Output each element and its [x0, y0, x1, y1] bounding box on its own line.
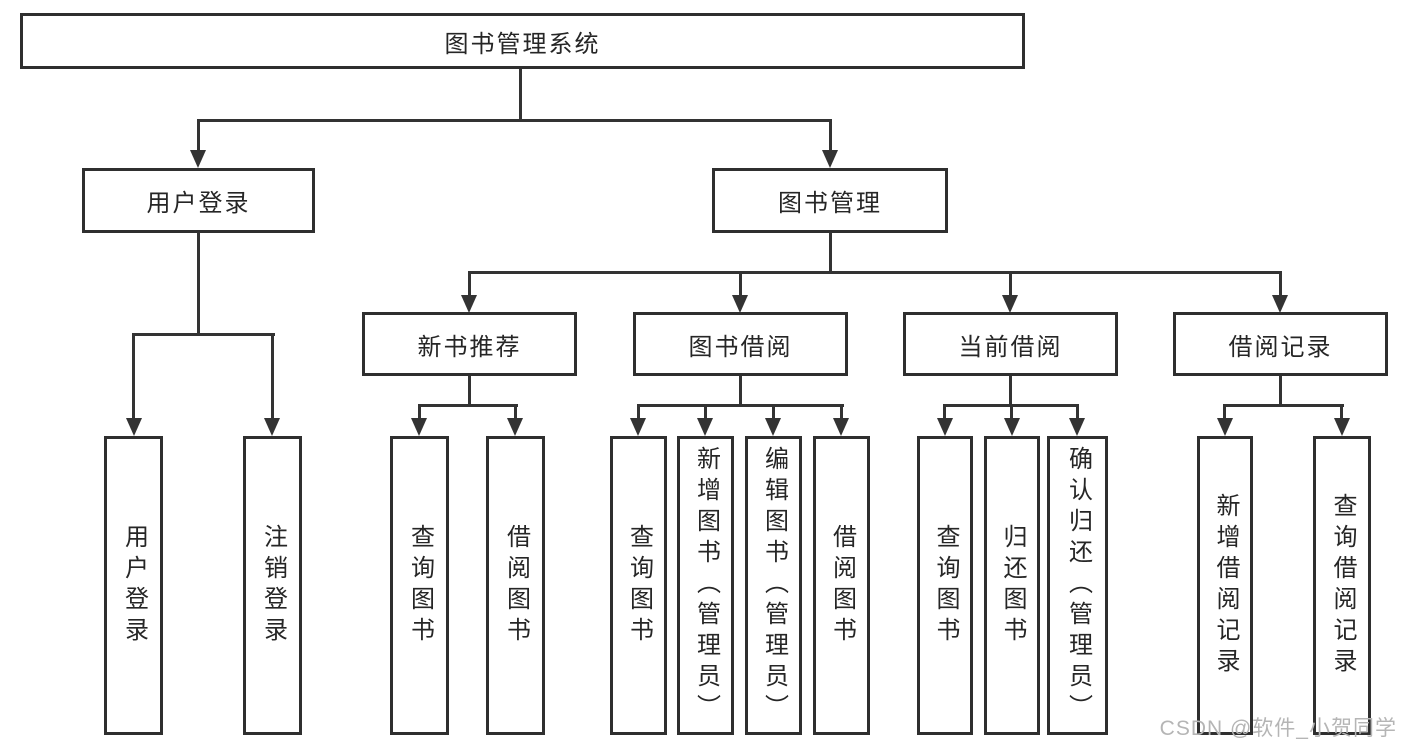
leaf-query-books: 查询图书	[610, 436, 667, 735]
connector-line	[704, 404, 707, 420]
connector-line	[829, 119, 832, 151]
arrow-down-icon	[264, 418, 280, 436]
leaf-query-books: 查询图书	[390, 436, 449, 735]
connector-line	[829, 232, 832, 274]
connector-line	[197, 232, 200, 336]
csdn-watermark: CSDN @软件_小贺同学	[1159, 717, 1397, 740]
arrow-down-icon	[190, 150, 206, 168]
connector-line	[468, 376, 471, 407]
leaf-add-books-admin: 新增图书（管理员）	[677, 436, 734, 735]
arrow-down-icon	[822, 150, 838, 168]
connector-line	[197, 119, 200, 151]
connector-line	[132, 333, 135, 421]
arrow-down-icon	[937, 418, 953, 436]
connector-line	[772, 404, 775, 420]
leaf-query-borrow-record: 查询借阅记录	[1313, 436, 1371, 735]
connector-line	[514, 404, 517, 420]
connector-line	[1279, 376, 1282, 407]
leaf-edit-books-admin: 编辑图书（管理员）	[745, 436, 802, 735]
connector-line	[1009, 271, 1012, 299]
arrow-down-icon	[765, 418, 781, 436]
leaf-return-books: 归还图书	[984, 436, 1040, 735]
node-new-book-recommend: 新书推荐	[362, 312, 577, 376]
connector-line	[739, 271, 742, 299]
node-library-system: 图书管理系统	[20, 13, 1025, 69]
node-book-borrow: 图书借阅	[633, 312, 848, 376]
node-book-management: 图书管理	[712, 168, 948, 233]
connector-line	[1340, 404, 1343, 420]
connector-line	[197, 119, 832, 122]
connector-line	[637, 404, 844, 407]
arrow-down-icon	[833, 418, 849, 436]
arrow-down-icon	[630, 418, 646, 436]
leaf-borrow-books: 借阅图书	[486, 436, 545, 735]
connector-line	[132, 333, 275, 336]
leaf-confirm-return-admin: 确认归还（管理员）	[1047, 436, 1108, 735]
connector-line	[1223, 404, 1344, 407]
arrow-down-icon	[126, 418, 142, 436]
connector-line	[840, 404, 843, 420]
connector-line	[943, 404, 946, 420]
connector-line	[519, 69, 522, 121]
connector-line	[468, 271, 1282, 274]
connector-line	[1010, 404, 1013, 420]
leaf-query-books: 查询图书	[917, 436, 973, 735]
leaf-logout: 注销登录	[243, 436, 302, 735]
node-current-borrow: 当前借阅	[903, 312, 1118, 376]
connector-line	[1279, 271, 1282, 299]
arrow-down-icon	[461, 295, 477, 313]
connector-line	[739, 376, 742, 407]
connector-line	[418, 404, 518, 407]
arrow-down-icon	[411, 418, 427, 436]
connector-line	[468, 271, 471, 299]
arrow-down-icon	[1002, 295, 1018, 313]
arrow-down-icon	[1272, 295, 1288, 313]
arrow-down-icon	[507, 418, 523, 436]
arrow-down-icon	[1069, 418, 1085, 436]
arrow-down-icon	[1334, 418, 1350, 436]
arrow-down-icon	[1004, 418, 1020, 436]
connector-line	[1009, 376, 1012, 407]
connector-line	[418, 404, 421, 420]
leaf-add-borrow-record: 新增借阅记录	[1197, 436, 1253, 735]
connector-line	[1076, 404, 1079, 420]
node-borrow-record: 借阅记录	[1173, 312, 1388, 376]
arrow-down-icon	[1217, 418, 1233, 436]
connector-line	[271, 333, 274, 421]
node-user-login: 用户登录	[82, 168, 315, 233]
leaf-borrow-books: 借阅图书	[813, 436, 870, 735]
leaf-user-login: 用户登录	[104, 436, 163, 735]
arrow-down-icon	[697, 418, 713, 436]
arrow-down-icon	[732, 295, 748, 313]
connector-line	[1223, 404, 1226, 420]
connector-line	[637, 404, 640, 420]
